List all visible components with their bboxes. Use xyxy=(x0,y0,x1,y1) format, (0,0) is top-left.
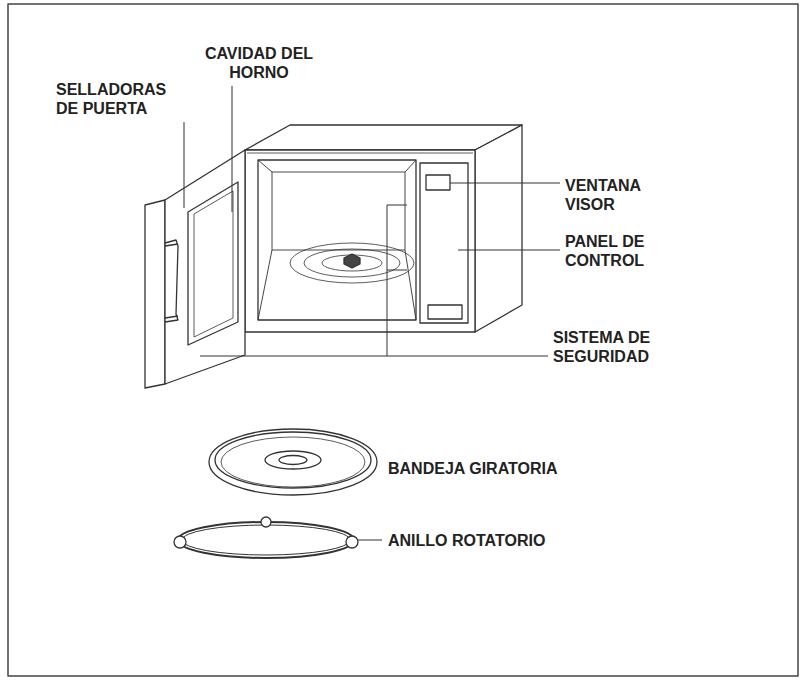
part-label: SISTEMA DE SEGURIDAD xyxy=(553,328,669,366)
frame xyxy=(8,4,798,676)
part-label: BANDEJA GIRATORIA xyxy=(388,459,558,478)
open-door xyxy=(145,150,245,388)
part-label: PANEL DE CONTROL xyxy=(565,232,661,270)
oven-body xyxy=(245,125,522,332)
part-label: ANILLO ROTATORIO xyxy=(388,531,545,550)
part-label: VENTANA VISOR xyxy=(565,176,661,214)
leader-lines xyxy=(184,86,560,540)
part-label: SELLADORAS DE PUERTA xyxy=(56,80,178,118)
roller-ring xyxy=(174,517,358,558)
turntable-tray xyxy=(209,429,377,495)
part-label: CAVIDAD DEL HORNO xyxy=(203,44,315,82)
